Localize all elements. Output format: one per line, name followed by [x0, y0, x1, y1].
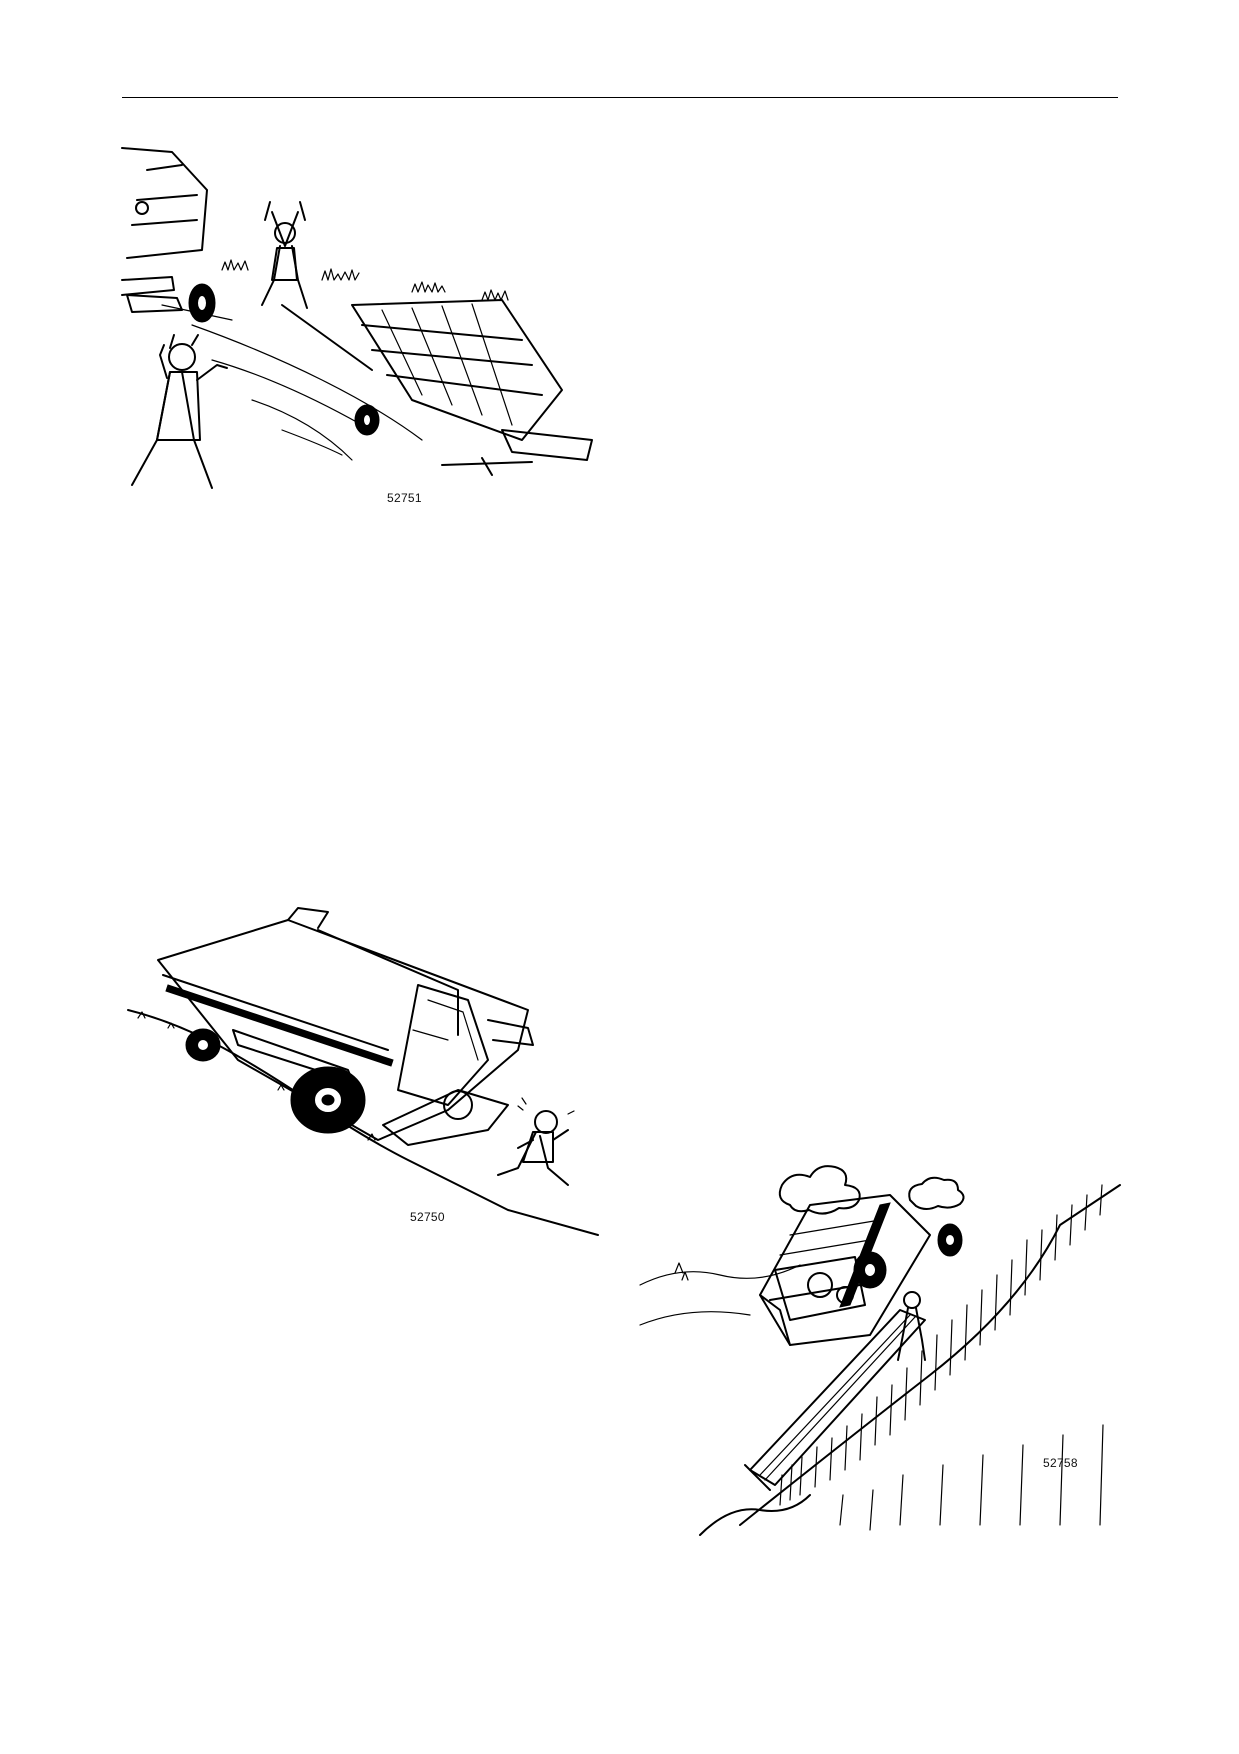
figure-header-hitching-illustration [121, 147, 593, 489]
figure-combine-slope-illustration [127, 907, 599, 1236]
figure-combine-overturn-illustration [639, 1165, 1121, 1536]
figure-number-52751: 52751 [387, 491, 422, 505]
figure-number-52758: 52758 [1043, 1456, 1078, 1470]
figure-number-52750: 52750 [410, 1210, 445, 1224]
header-rule [122, 97, 1118, 98]
